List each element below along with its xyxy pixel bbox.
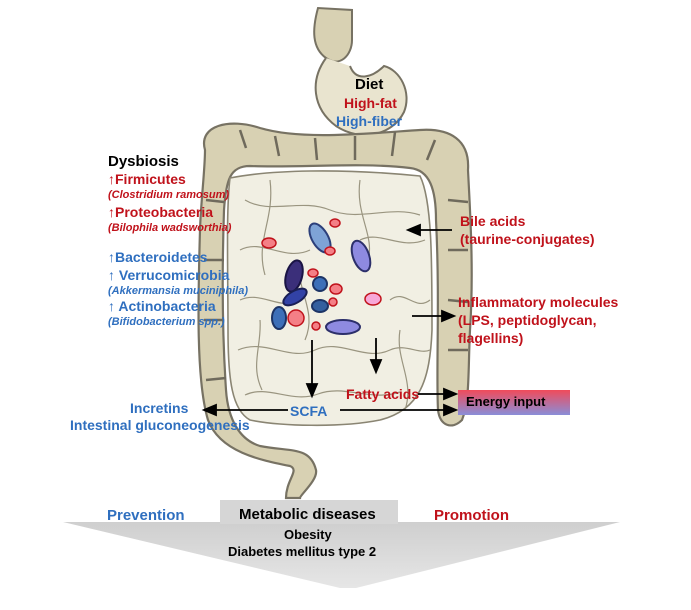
incretins-label: Incretins: [130, 400, 189, 416]
stomach-body: [314, 57, 408, 136]
obesity-label: Obesity: [284, 527, 332, 542]
inflammatory-label: Inflammatory molecules: [458, 294, 619, 310]
metabolic-diseases-label: Metabolic diseases: [239, 506, 376, 523]
stomach: [313, 6, 353, 63]
proteobacteria-label: ↑Proteobacteria: [108, 204, 214, 220]
bacteria-cluster: [261, 218, 382, 335]
diet-high-fiber: High-fiber: [336, 113, 403, 129]
promotion-label: Promotion: [434, 507, 509, 524]
fatty-acids-label: Fatty acids: [346, 386, 420, 402]
energy-input-box: [458, 390, 570, 415]
bile-acids-label: Bile acids: [460, 213, 526, 229]
scfa-label: SCFA: [290, 403, 328, 419]
bacteroidetes-label: ↑Bacteroidetes: [108, 249, 208, 265]
gluconeogenesis-label: Intestinal gluconeogenesis: [70, 417, 250, 433]
arrows: [201, 223, 459, 417]
outcome-funnel: [63, 522, 620, 588]
diet-title: Diet: [355, 76, 384, 93]
colon-haustra: [204, 129, 469, 382]
inflammatory-detail-2: flagellins): [458, 330, 524, 346]
inflammatory-detail-1: (LPS, peptidoglycan,: [458, 312, 597, 328]
firmicutes-example: (Clostridium ramosum): [108, 189, 230, 201]
diet-high-fat: High-fat: [344, 95, 397, 111]
verrucomicrobia-label: ↑ Verrucomicrobia: [108, 267, 230, 283]
verrucomicrobia-example: (Akkermansia muciniphila): [108, 285, 248, 297]
proteobacteria-example: (Bilophila wadsworthia): [108, 222, 232, 234]
firmicutes-label: ↑Firmicutes: [108, 171, 186, 187]
energy-input-label: Energy input: [466, 394, 546, 409]
diabetes-label: Diabetes mellitus type 2: [228, 544, 377, 559]
prevention-label: Prevention: [107, 507, 185, 524]
colon: [197, 122, 473, 500]
actinobacteria-example: (Bifidobacterium spp.): [108, 316, 225, 328]
outcome-tab: [220, 500, 398, 524]
dysbiosis-title: Dysbiosis: [108, 153, 179, 170]
actinobacteria-label: ↑ Actinobacteria: [108, 298, 216, 314]
bile-acids-detail: (taurine-conjugates): [460, 231, 595, 247]
